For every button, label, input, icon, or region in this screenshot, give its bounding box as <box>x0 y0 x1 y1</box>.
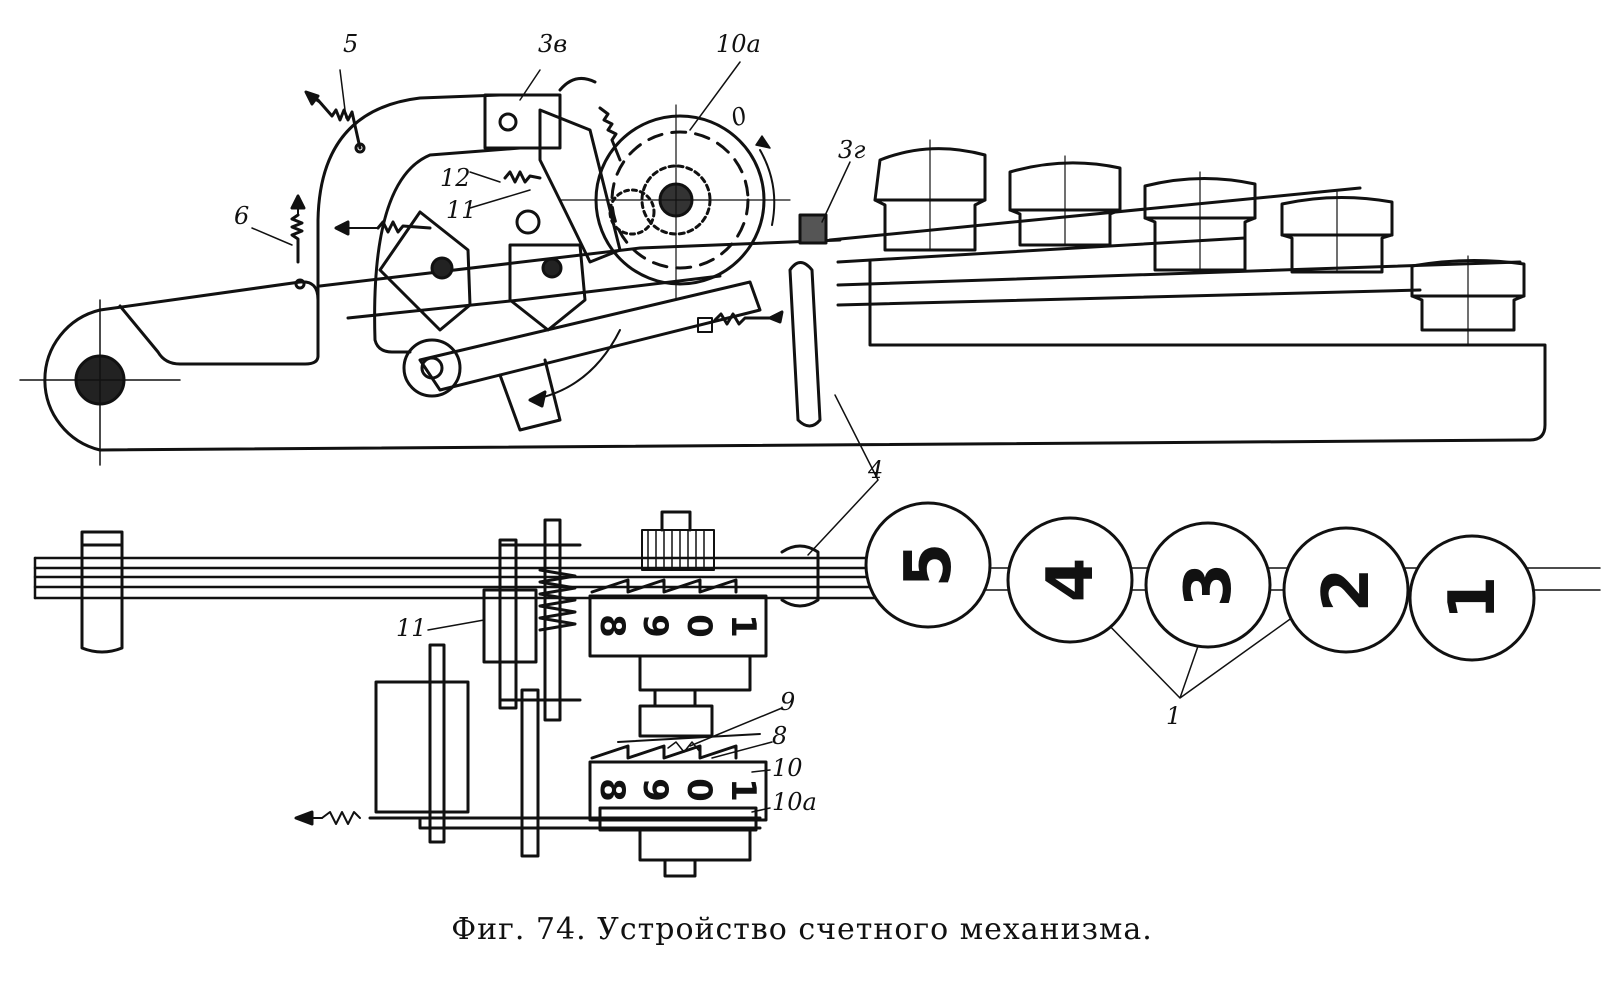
label-1: 1 <box>1166 702 1181 730</box>
label-3v: 3в <box>538 30 567 58</box>
lower-digit-0: 0 <box>679 778 719 802</box>
diagonal-bar <box>418 280 762 392</box>
key-cap-5 <box>864 501 992 629</box>
key-digits: 5 4 3 2 1 <box>892 543 1510 621</box>
key-digit-1: 1 <box>1436 576 1510 621</box>
lower-digit-8: 8 <box>592 778 632 802</box>
label-11-bottom: 11 <box>396 614 427 642</box>
lower-digit-9: 9 <box>635 778 675 802</box>
inner-housing <box>373 146 522 354</box>
upper-wheel-block <box>588 510 768 708</box>
lever-arm <box>316 93 502 358</box>
label-4: 4 <box>867 456 883 484</box>
side-keys <box>873 139 1526 346</box>
roller <box>402 338 462 398</box>
side-frame <box>374 680 470 814</box>
lower-wheel-digits: 8 9 0 1 <box>592 778 763 802</box>
label-12: 12 <box>440 164 471 192</box>
upper-digit-9: 9 <box>635 614 675 638</box>
label-11-top: 11 <box>446 196 477 224</box>
key-levers <box>828 186 1522 307</box>
spring-6 <box>290 213 304 264</box>
spring-12 <box>503 170 542 184</box>
label-5: 5 <box>343 30 358 58</box>
upper-digit-0: 0 <box>679 614 719 638</box>
key-digit-4: 4 <box>1034 558 1108 603</box>
label-10a-bottom: 10а <box>772 788 817 816</box>
key-digit-2: 2 <box>1310 568 1384 613</box>
key-cap-2 <box>1282 526 1410 654</box>
key-digit-5: 5 <box>892 543 966 588</box>
bracket-3v <box>483 93 562 150</box>
link-4 <box>788 261 822 428</box>
figure-caption: Фиг. 74. Устройство счетного механизма. <box>451 912 1153 947</box>
spring-right <box>713 312 772 326</box>
upper-wheel-digits: 8 9 0 1 <box>592 614 763 638</box>
key-cap-3 <box>1144 521 1272 649</box>
long-lever <box>318 238 842 320</box>
key-cap-4 <box>1006 516 1134 644</box>
coil-spring <box>538 568 577 632</box>
plate-11 <box>378 210 472 332</box>
side-view-frame <box>43 260 1547 452</box>
label-3g: 3г <box>838 136 865 164</box>
lower-wheel-block <box>588 704 768 878</box>
label-8: 8 <box>772 722 787 750</box>
pull-rod <box>368 816 762 830</box>
upper-digit-8: 8 <box>592 614 632 638</box>
lower-digit-1: 1 <box>723 778 763 802</box>
spring-11 <box>376 220 432 234</box>
block-11 <box>482 588 538 664</box>
upper-digit-1: 1 <box>723 614 763 638</box>
key-digit-3: 3 <box>1172 563 1246 608</box>
catch-3g <box>798 213 828 245</box>
spring-5 <box>316 98 362 150</box>
pawl-lever <box>538 108 622 264</box>
key-cap-1 <box>1408 534 1536 662</box>
label-0: 0 <box>727 101 751 133</box>
label-10: 10 <box>772 754 803 782</box>
key-caps <box>864 501 1536 662</box>
left-shaft <box>80 530 124 654</box>
label-10a-top: 10а <box>716 30 761 58</box>
callout-labels: 5 3в 10а 0 3г 12 11 6 4 11 9 8 10 10а 1 <box>234 30 1181 816</box>
label-6: 6 <box>234 202 249 230</box>
label-9: 9 <box>780 688 795 716</box>
